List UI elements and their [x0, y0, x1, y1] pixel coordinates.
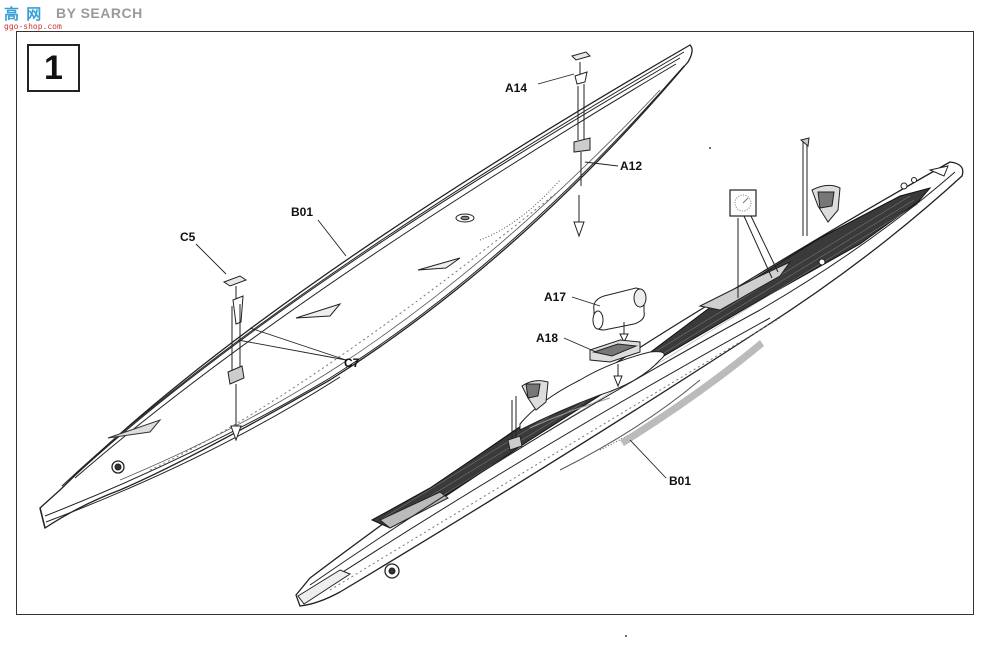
label-b01-left: B01: [291, 205, 313, 219]
label-a18: A18: [536, 331, 558, 345]
left-hull: [39, 44, 693, 530]
watermark-logo: 高 网: [4, 5, 43, 23]
watermark-domain: ggo-shop.com: [4, 22, 62, 31]
label-b01-right: B01: [669, 474, 691, 488]
label-a14: A14: [505, 81, 527, 95]
speck: [625, 635, 627, 637]
label-a17: A17: [544, 290, 566, 304]
speck: [709, 147, 711, 149]
label-c5: C5: [180, 230, 196, 244]
watermark-site: BY SEARCH: [56, 5, 143, 21]
watermark: 高 网 BY SEARCH ggo-shop.com: [4, 3, 164, 33]
leader-lines-right: [563, 296, 667, 479]
part-labels: A14 A12 B01 C5 C7 A17 A18 B01: [180, 81, 691, 488]
part-a14-assembly: [571, 51, 591, 238]
leader-lines-left: [195, 73, 619, 361]
label-a12: A12: [620, 159, 642, 173]
label-c7: C7: [344, 356, 360, 370]
part-c5-assembly: [222, 275, 248, 442]
diagram-frame: [16, 31, 974, 615]
step-number-box: 1: [27, 44, 80, 92]
deck-guns-right: [507, 137, 841, 451]
part-a17-a18-assembly: [589, 287, 647, 388]
